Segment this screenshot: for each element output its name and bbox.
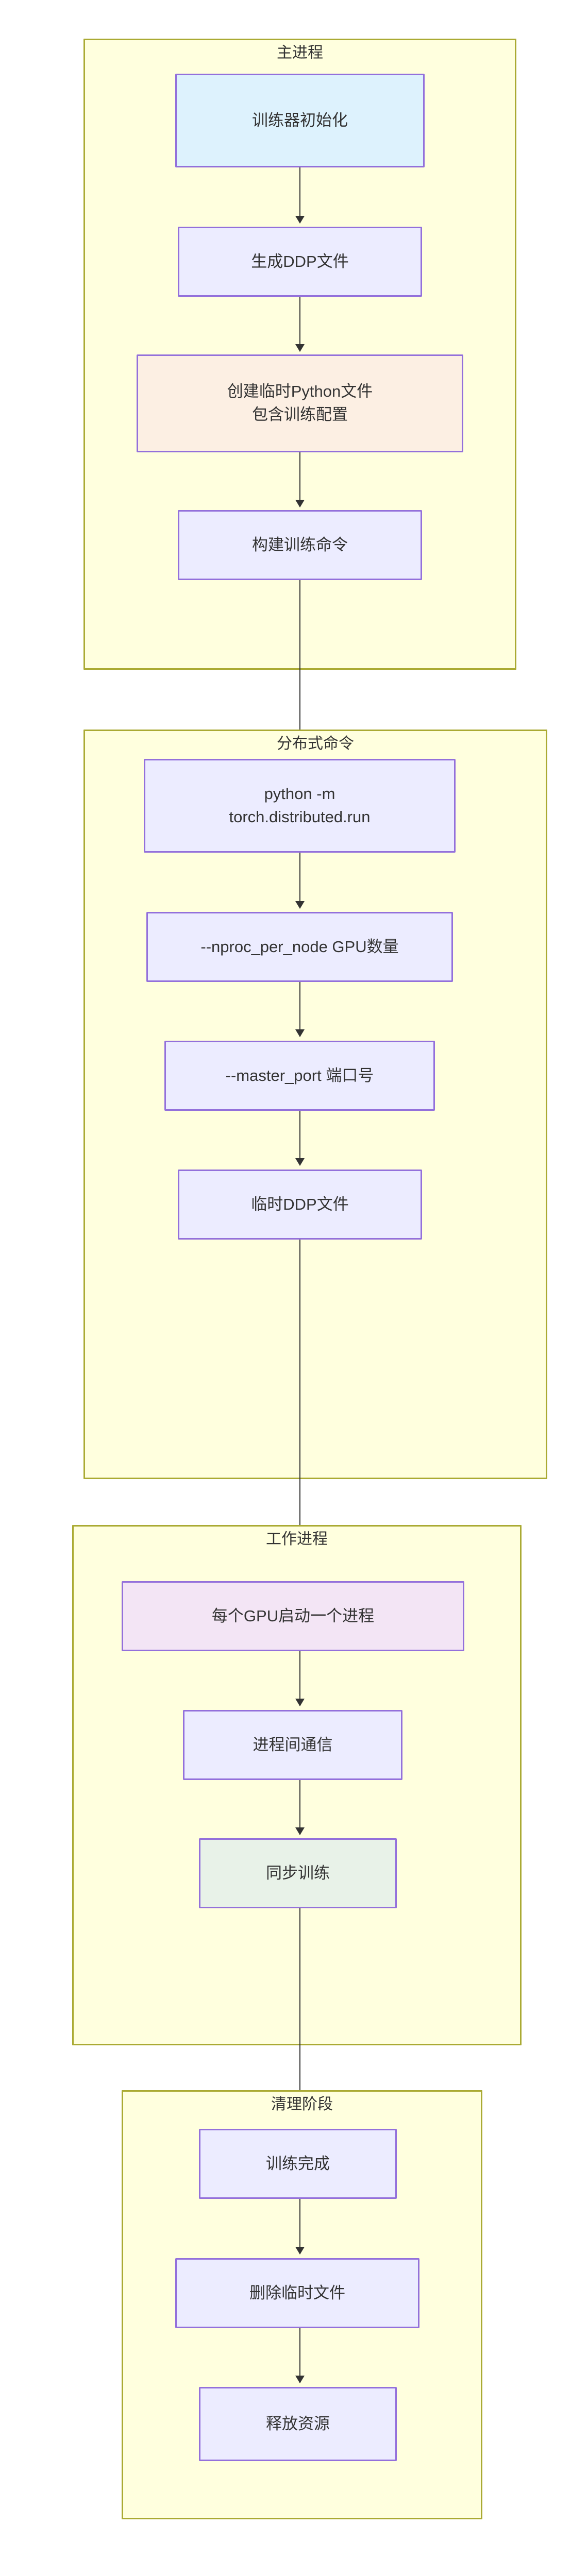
node-gen-ddp-file[interactable]: 生成DDP文件	[178, 227, 422, 297]
node-release-resource[interactable]: 释放资源	[199, 2387, 397, 2461]
edge-trainer-init-to-gen-ddp-file	[299, 167, 300, 223]
node-tmp-ddp-file[interactable]: 临时DDP文件	[178, 1170, 422, 1240]
edge-arrowhead	[295, 1699, 305, 1706]
edge-create-tmp-py-to-build-train-cmd	[299, 452, 300, 507]
edge-master-port-to-tmp-ddp-file	[299, 1111, 300, 1165]
edge-arrowhead	[295, 901, 305, 909]
node-spawn-per-gpu[interactable]: 每个GPU启动一个进程	[122, 1581, 464, 1651]
edge-training-done-to-delete-tmp-file	[299, 2199, 300, 2254]
node-master-port[interactable]: --master_port 端口号	[164, 1041, 435, 1111]
edge-arrowhead	[295, 500, 305, 507]
edge-tmp-ddp-file-to-spawn-per-gpu	[299, 1240, 300, 1580]
node-python-module[interactable]: python -m torch.distributed.run	[144, 759, 456, 853]
edge-sync-training-to-training-done	[299, 1908, 300, 2127]
edge-delete-tmp-file-to-release-resource	[299, 2328, 300, 2383]
edge-arrowhead	[295, 2376, 305, 2383]
node-delete-tmp-file[interactable]: 删除临时文件	[175, 2258, 419, 2328]
cluster-title-distributed-command: 分布式命令	[277, 735, 354, 752]
edge-arrowhead	[295, 1827, 305, 1835]
edge-arrowhead	[295, 1158, 305, 1166]
node-trainer-init[interactable]: 训练器初始化	[175, 74, 425, 167]
edge-arrowhead	[295, 344, 305, 352]
cluster-title-main-process: 主进程	[277, 44, 323, 61]
node-create-tmp-py[interactable]: 创建临时Python文件 包含训练配置	[137, 354, 463, 452]
cluster-title-worker-process: 工作进程	[266, 1531, 328, 1548]
edge-spawn-per-gpu-to-ipc-communication	[299, 1651, 300, 1706]
cluster-title-cleanup-phase: 清理阶段	[271, 2096, 333, 2113]
edge-gen-ddp-file-to-create-tmp-py	[299, 297, 300, 351]
edge-nproc-per-node-to-master-port	[299, 982, 300, 1037]
edge-arrowhead	[295, 1029, 305, 1037]
node-nproc-per-node[interactable]: --nproc_per_node GPU数量	[146, 912, 453, 982]
node-training-done[interactable]: 训练完成	[199, 2129, 397, 2199]
node-ipc-communication[interactable]: 进程间通信	[183, 1710, 402, 1780]
edge-build-train-cmd-to-python-module	[299, 580, 300, 757]
node-build-train-cmd[interactable]: 构建训练命令	[178, 510, 422, 580]
edge-arrowhead	[295, 216, 305, 224]
node-sync-training[interactable]: 同步训练	[199, 1838, 397, 1908]
edge-ipc-communication-to-sync-training	[299, 1780, 300, 1835]
edge-python-module-to-nproc-per-node	[299, 853, 300, 908]
edge-arrowhead	[295, 2247, 305, 2255]
